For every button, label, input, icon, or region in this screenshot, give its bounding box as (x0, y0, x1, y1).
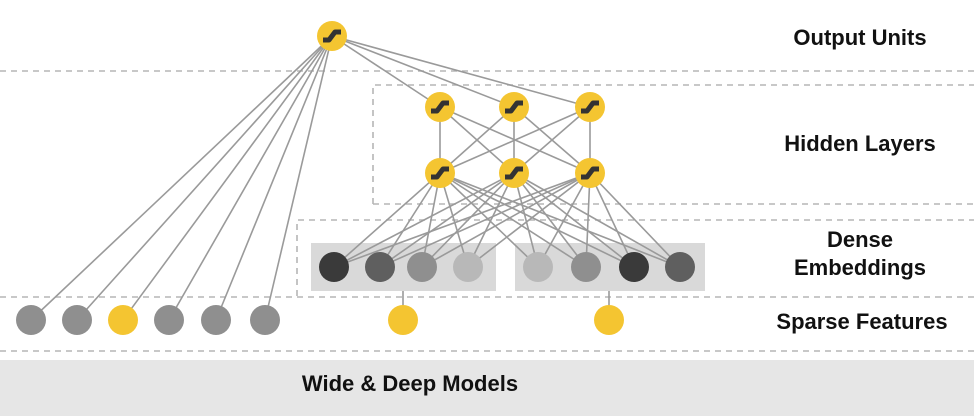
embedding-unit-2-1 (523, 252, 553, 282)
activation-icon (581, 166, 599, 180)
embedding-connection-2-2-1 (439, 172, 587, 268)
wide-connection-5 (215, 35, 333, 321)
hidden-connection-3-2 (513, 106, 591, 174)
embedding-connection-2-4-2 (513, 172, 681, 268)
embedding-connection-1-1-2 (333, 172, 515, 268)
activation-icon (505, 166, 523, 180)
units (16, 21, 695, 335)
embedding-connection-2-3-2 (513, 172, 635, 268)
embedding-connection-2-4-3 (589, 172, 681, 268)
embedding-connection-2-4-1 (439, 172, 681, 268)
embedding-connection-1-4-1 (439, 172, 469, 268)
embedding-unit-2-2 (571, 252, 601, 282)
hidden-to-output-3 (331, 35, 591, 108)
embedding-connection-1-3-2 (421, 172, 515, 268)
hidden-layers-label: Hidden Layers (784, 131, 936, 156)
dense-embeddings-label: Dense Embeddings (770, 226, 950, 282)
embedding-unit-1-4 (453, 252, 483, 282)
sparse-features-label: Sparse Features (776, 309, 948, 334)
wide-connection-3 (122, 35, 333, 321)
dense-embeddings-frame (296, 219, 974, 296)
activation-icon (431, 166, 449, 180)
embedding-unit-1-3 (407, 252, 437, 282)
hidden-layers-frame (372, 84, 974, 204)
embedding-connection-1-4-3 (467, 172, 591, 268)
embedding-connection-1-4-2 (467, 172, 515, 268)
wide-connection-6 (264, 35, 333, 321)
embedding-connection-1-2-3 (379, 172, 591, 268)
output-units-label: Output Units (793, 25, 927, 50)
embedding-connection-2-2-2 (513, 172, 587, 268)
embedding-unit-1-1 (319, 252, 349, 282)
wide-sparse-unit-5 (201, 305, 231, 335)
embedding-connection-1-2-2 (379, 172, 515, 268)
hidden-connection-2-1 (439, 106, 515, 174)
wide-sparse-unit-6 (250, 305, 280, 335)
footer-bar: Wide & Deep Models (0, 360, 974, 416)
embedding-connection-1-3-1 (421, 172, 441, 268)
embedding-unit-1-2 (365, 252, 395, 282)
activation-icon (323, 29, 341, 43)
wide-sparse-unit-3 (108, 305, 138, 335)
wide-connection-2 (76, 35, 333, 321)
footer-title: Wide & Deep Models (301, 371, 519, 396)
hidden-to-output-2 (331, 35, 515, 108)
connections (30, 35, 681, 321)
embedding-connection-2-2-3 (585, 172, 591, 268)
dense-embeddings-line1: Dense (826, 227, 894, 252)
embedding-connection-2-1-1 (439, 172, 539, 268)
embedding-unit-2-4 (665, 252, 695, 282)
embedding-connection-2-3-1 (439, 172, 635, 268)
deep-sparse-unit-1 (388, 305, 418, 335)
wide-connection-1 (30, 35, 333, 321)
wide-sparse-unit-2 (62, 305, 92, 335)
deep-sparse-unit-2 (594, 305, 624, 335)
wide-sparse-unit-1 (16, 305, 46, 335)
activation-icon (581, 100, 599, 114)
hidden-connection-3-1 (439, 106, 591, 174)
embedding-connection-1-1-1 (333, 172, 441, 268)
embedding-connection-1-2-1 (379, 172, 441, 268)
hidden-to-output-1 (331, 35, 441, 108)
wide-connection-4 (168, 35, 333, 321)
embedding-connection-2-1-2 (513, 172, 539, 268)
wide-sparse-unit-4 (154, 305, 184, 335)
embedding-connection-2-1-3 (537, 172, 591, 268)
dense-embeddings-line2: Embeddings (793, 255, 926, 280)
embedding-connection-2-3-3 (589, 172, 635, 268)
embedding-connection-1-3-3 (421, 172, 591, 268)
activation-icon (505, 100, 523, 114)
embedding-connection-1-1-3 (333, 172, 591, 268)
embedding-unit-2-3 (619, 252, 649, 282)
activation-icon (431, 100, 449, 114)
